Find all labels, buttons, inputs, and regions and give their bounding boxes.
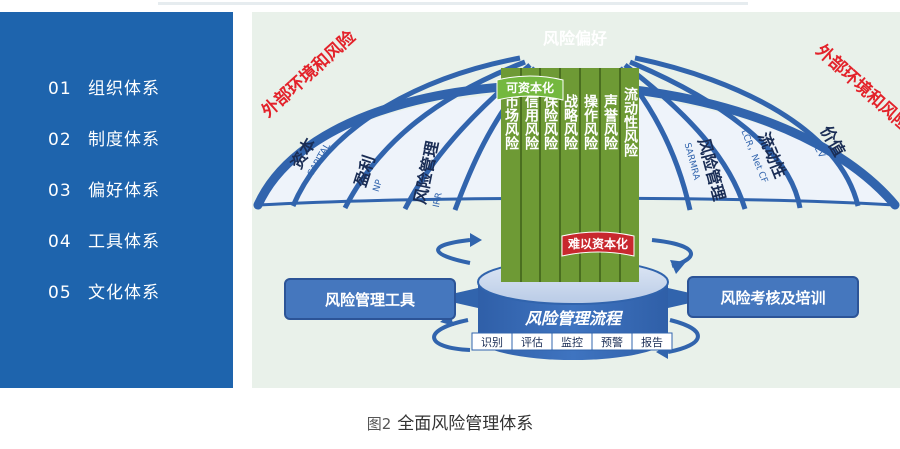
umbrella-rib bbox=[634, 55, 861, 207]
rib-sublabel-irr: IRR bbox=[432, 192, 445, 209]
sidebar-item-culture[interactable]: 05 文化体系 bbox=[48, 278, 160, 303]
risk-tools-box bbox=[284, 278, 456, 320]
cycle-arrow-lower-left bbox=[432, 318, 471, 352]
sidebar-item-preference[interactable]: 03 偏好体系 bbox=[48, 176, 160, 201]
risk-column-liquidity: 流动性风险 bbox=[622, 86, 638, 158]
arrowhead bbox=[470, 233, 482, 247]
non-capitalizable-banner bbox=[561, 231, 635, 257]
risk-column-reputation: 声誉风险 bbox=[602, 93, 619, 151]
sidebar-item-label: 文化体系 bbox=[88, 283, 160, 303]
sidebar: 01 组织体系 02 制度体系 03 偏好体系 04 工具体系 05 文化体系 bbox=[0, 12, 233, 388]
figure-number: 图2 bbox=[366, 415, 392, 433]
process-step-box bbox=[631, 332, 673, 351]
risk-tools-label: 风险管理工具 bbox=[325, 291, 415, 309]
umbrella-title: 风险偏好 bbox=[543, 29, 607, 48]
process-title: 风险管理流程 bbox=[525, 309, 624, 328]
umbrella-rib bbox=[623, 63, 748, 210]
risk-column-market: 市场风险 bbox=[503, 93, 519, 151]
sidebar-item-number: 03 bbox=[48, 181, 72, 201]
capitalizable-banner bbox=[496, 75, 564, 101]
risk-assessment-box bbox=[687, 276, 859, 318]
figure-caption: 图2 全面风险管理体系 bbox=[0, 409, 900, 434]
process-step-monitor: 监控 bbox=[561, 335, 583, 349]
cycle-arrow-lower-right bbox=[667, 318, 700, 354]
external-environment-right: 外部环境和风险 bbox=[812, 40, 900, 136]
process-step-warning: 预警 bbox=[601, 335, 623, 349]
sidebar-item-number: 01 bbox=[48, 79, 72, 99]
figure-title: 全面风险管理体系 bbox=[397, 414, 534, 434]
sidebar-item-number: 04 bbox=[48, 232, 72, 252]
risk-column-strategy: 战略风险 bbox=[562, 93, 578, 151]
cycle-arrow-upper-left bbox=[436, 238, 471, 265]
sidebar-item-label: 偏好体系 bbox=[88, 181, 160, 201]
sidebar-item-tools[interactable]: 04 工具体系 bbox=[48, 227, 160, 252]
sidebar-item-organization[interactable]: 01 组织体系 bbox=[48, 74, 160, 99]
umbrella-rib bbox=[629, 59, 803, 209]
arrowhead bbox=[670, 260, 686, 274]
process-step-assess: 评估 bbox=[521, 336, 543, 349]
non-capitalizable-label: 难以资本化 bbox=[567, 236, 628, 251]
capitalizable-label: 可资本化 bbox=[506, 80, 554, 95]
sidebar-item-label: 工具体系 bbox=[88, 232, 160, 252]
process-step-identify: 识别 bbox=[481, 336, 503, 349]
rib-sublabel-profit: NP bbox=[372, 178, 385, 193]
risk-column-insurance: 保险风险 bbox=[542, 93, 559, 151]
umbrella-rib bbox=[342, 59, 526, 210]
umbrella-rib bbox=[290, 55, 521, 207]
risk-column-operation: 操作风险 bbox=[582, 93, 598, 151]
sidebar-item-regulation[interactable]: 02 制度体系 bbox=[48, 125, 160, 150]
right-connector bbox=[668, 288, 690, 308]
process-steps: 识别 评估 监控 预警 报告 bbox=[471, 332, 673, 351]
sidebar-item-label: 制度体系 bbox=[88, 130, 160, 150]
left-connector bbox=[456, 288, 478, 308]
risk-assessment-label: 风险考核及培训 bbox=[720, 289, 825, 307]
process-step-report: 报告 bbox=[641, 335, 663, 349]
sidebar-item-number: 05 bbox=[48, 283, 72, 303]
sidebar-item-number: 02 bbox=[48, 130, 72, 150]
external-environment-left: 外部环境和风险 bbox=[257, 26, 360, 122]
sidebar-item-label: 组织体系 bbox=[88, 79, 160, 99]
risk-column-credit: 信用风险 bbox=[523, 93, 539, 151]
top-divider bbox=[158, 2, 748, 5]
